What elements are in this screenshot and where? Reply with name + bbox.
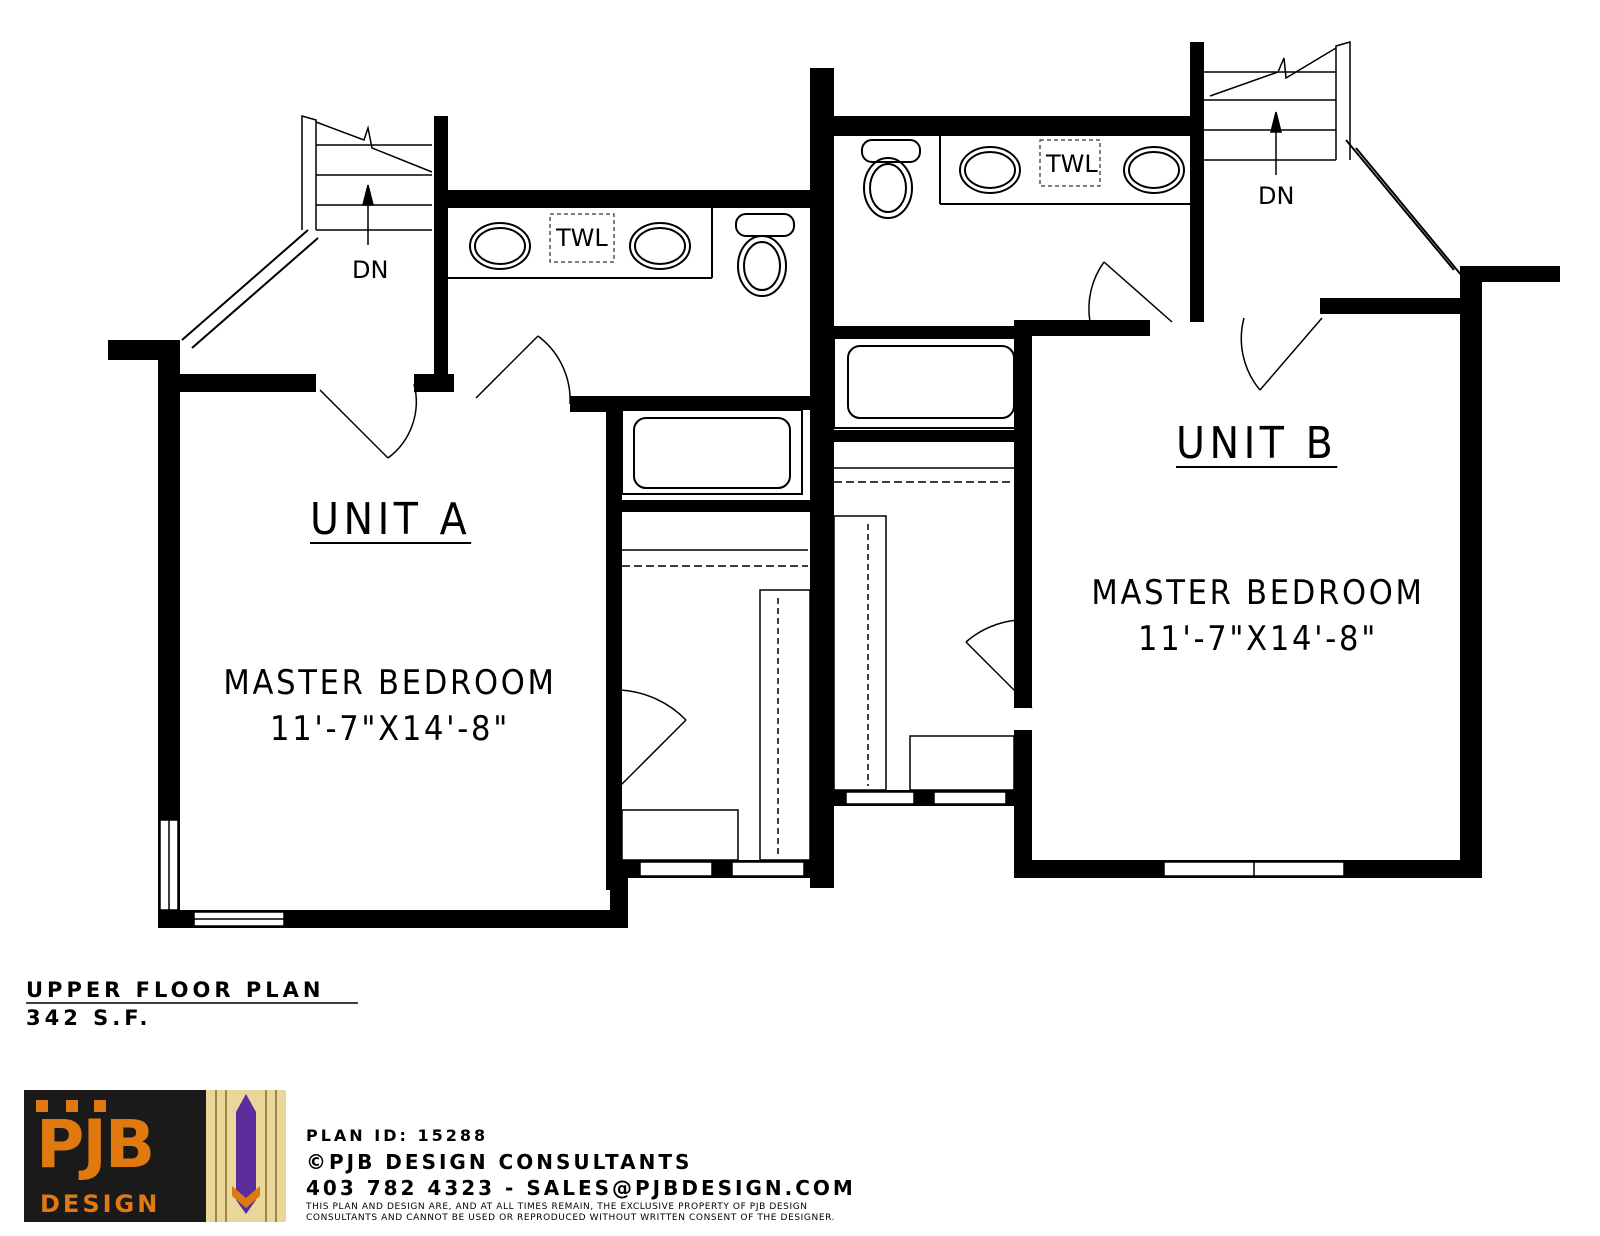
windows [159,791,1345,927]
stair-b [1204,41,1351,175]
unit-a-room-name: MASTER BEDROOM [223,663,557,703]
stair-a [301,115,433,245]
doors [319,261,1323,787]
unit-a-room: MASTER BEDROOM 11'-7"X14'-8" [201,660,579,752]
stair-a-down-label: DN [352,256,389,284]
towel-label-b: TWL [1046,150,1098,178]
legal-line-2: CONSULTANTS AND CANNOT BE USED OR REPROD… [306,1213,836,1223]
unit-a-room-size: 11'-7"X14'-8" [270,709,510,749]
towel-label-a: TWL [556,224,608,252]
plan-title: UPPER FLOOR PLAN [26,978,325,1002]
company-name: ©PJB DESIGN CONSULTANTS [306,1150,693,1174]
pjb-logo [24,1090,286,1222]
plan-area: 342 S.F. [26,1006,152,1030]
stair-b-down-label: DN [1258,182,1295,210]
unit-a-title: UNIT A [310,494,472,545]
legal-line-1: THIS PLAN AND DESIGN ARE, AND AT ALL TIM… [306,1202,808,1212]
logo-word: DESIGN [40,1190,161,1218]
legal-notice: THIS PLAN AND DESIGN ARE, AND AT ALL TIM… [306,1202,835,1224]
unit-b-room-name: MASTER BEDROOM [1091,573,1425,613]
stair-rails [181,139,1463,349]
bathtubs [621,337,1031,495]
logo-letters: PJB [36,1106,155,1183]
plan-id: PLAN ID: 15288 [306,1126,489,1145]
unit-b-room: MASTER BEDROOM 11'-7"X14'-8" [1069,570,1447,662]
contact-info: 403 782 4323 - SALES@PJBDESIGN.COM [306,1176,856,1200]
unit-b-title: UNIT B [1176,418,1338,469]
unit-b-room-size: 11'-7"X14'-8" [1138,619,1378,659]
vanity-b [861,136,1190,219]
vanity-a [448,208,795,297]
closets [621,467,1015,861]
